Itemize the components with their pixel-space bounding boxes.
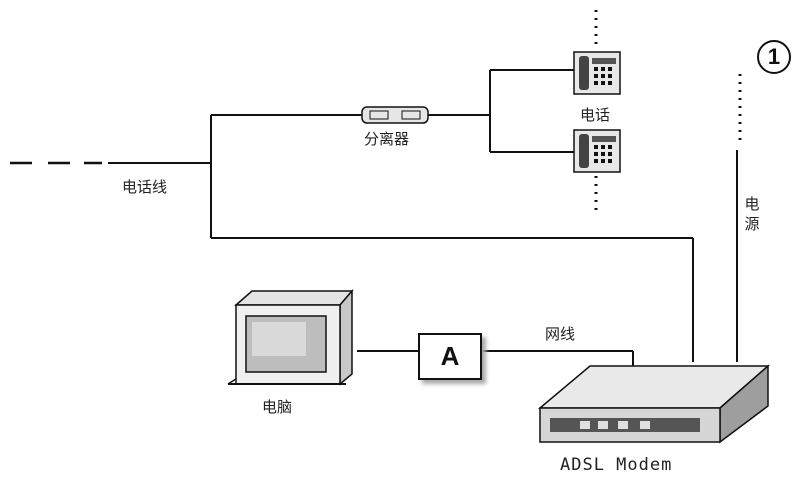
- telephone-icon: [573, 129, 621, 173]
- marker-circle: 1: [757, 40, 791, 74]
- modem-label: ADSL Modem: [560, 455, 673, 475]
- splitter-label: 分离器: [364, 130, 410, 148]
- component-a-box: A: [418, 333, 482, 380]
- modem-icon: [537, 364, 770, 444]
- telephone-label: 电话: [580, 106, 611, 124]
- computer-icon: [227, 288, 354, 386]
- network-cable-label: 网线: [545, 325, 576, 343]
- splitter-icon: [361, 106, 429, 124]
- power-label: 电源: [744, 195, 760, 233]
- wiring: [108, 69, 738, 366]
- dotted-lines: [594, 10, 742, 216]
- phone-line-label: 电话线: [122, 178, 168, 196]
- telephone-icon: [573, 51, 621, 95]
- computer-label: 电脑: [262, 398, 293, 416]
